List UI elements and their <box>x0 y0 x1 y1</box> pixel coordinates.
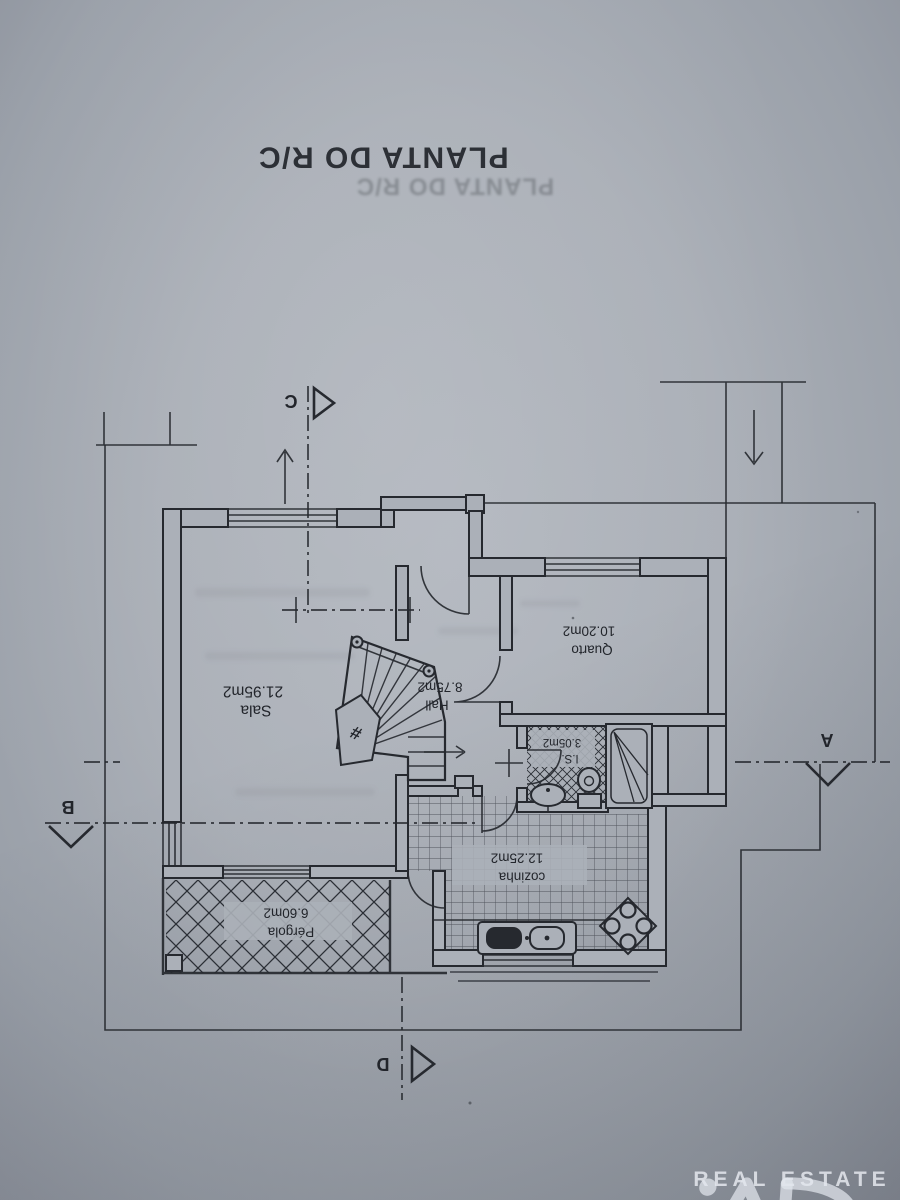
room-label-sala-area: 21.95m2 <box>223 683 283 700</box>
north-arrow <box>276 448 294 504</box>
section-b-arrow <box>48 825 94 849</box>
toilet <box>577 793 602 809</box>
room-labels: 21.95m2 Sala 8.75m2 Hall 10.20m2 Quarto … <box>223 624 615 940</box>
bathroom-door <box>526 749 562 785</box>
sink <box>530 783 566 807</box>
room-label-cozinha: cozinha <box>498 870 545 885</box>
sink-basin-left <box>486 927 522 949</box>
room-label-pergola-area: 6.60m2 <box>263 906 308 921</box>
pergola-label-bg <box>224 902 352 940</box>
section-letter-c: C <box>285 391 298 411</box>
pergola-post <box>165 954 183 972</box>
kitchen-door <box>481 795 518 833</box>
kitchen-fixtures <box>432 896 658 982</box>
room-label-hall: Hall <box>425 698 448 713</box>
section-d-arrow <box>410 1044 437 1084</box>
room-label-cozinha-area: 12.25m2 <box>491 851 544 866</box>
room-label-pergola: Pérgola <box>267 925 314 940</box>
site-boundary-lines <box>96 381 876 1031</box>
section-arrows <box>48 385 851 1084</box>
room-label-is-area: 3.05m2 <box>543 736 581 748</box>
pergola-door <box>407 870 446 909</box>
retaining-wall-arrow <box>744 410 764 466</box>
room-label-sala: Sala <box>240 702 271 719</box>
quarto-door <box>453 655 501 703</box>
paper-bleed-smudges <box>195 588 580 796</box>
room-label-quarto-area: 10.20m2 <box>563 624 616 639</box>
section-letters: C B A D <box>62 391 834 1074</box>
brand-watermark: iAD REAL ESTATE <box>686 1168 898 1200</box>
section-letter-b: B <box>62 797 75 817</box>
page-title-ghost: PLANTA DO R/C <box>356 173 554 200</box>
exterior-step-lines <box>450 971 658 982</box>
cozinha-label-bg <box>452 845 587 885</box>
room-label-hall-area: 8.75m2 <box>417 680 462 695</box>
section-lines <box>45 386 890 1100</box>
doors <box>407 565 562 909</box>
room-label-is: I.S. <box>561 752 578 764</box>
section-a-arrow <box>805 762 851 787</box>
stove <box>598 896 658 956</box>
pergola-walls <box>161 878 447 975</box>
exterior-walls <box>162 494 727 967</box>
section-letter-a: A <box>821 730 834 750</box>
bathroom-fixtures <box>530 723 653 812</box>
room-label-quarto: Quarto <box>571 643 612 658</box>
registration-cross <box>495 749 523 777</box>
staircase <box>334 635 466 782</box>
section-letter-d: D <box>377 1054 390 1074</box>
stair-direction-arrow <box>424 745 466 759</box>
entry-door <box>420 565 470 615</box>
iad-logo <box>699 1177 857 1200</box>
is-label-bg <box>531 730 595 767</box>
page-title: PLANTA DO R/C <box>257 141 508 174</box>
section-c-arrow <box>312 385 337 421</box>
fireplace <box>334 693 382 767</box>
paper-specks <box>468 510 860 1105</box>
